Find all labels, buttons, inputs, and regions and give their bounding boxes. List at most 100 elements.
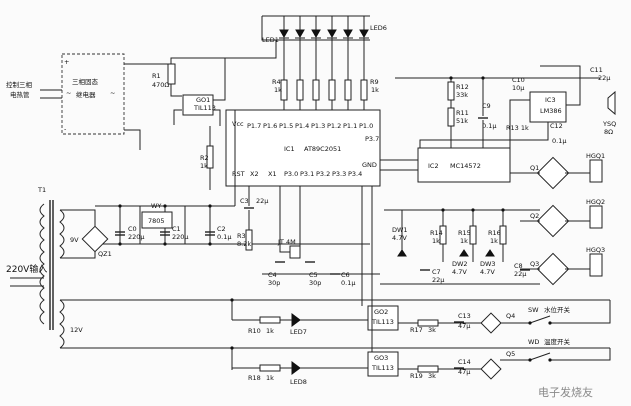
- q1-label: Q1: [530, 164, 539, 172]
- c9-value: 0.1μ: [482, 122, 496, 130]
- qz1-label: QZ1: [98, 250, 112, 258]
- dw1-label: DW1: [392, 226, 408, 234]
- c8-label: C8: [514, 262, 523, 270]
- c14-value: 47μ: [458, 368, 470, 376]
- wd-label: WD: [528, 338, 539, 346]
- go2-label: GO2: [374, 308, 388, 316]
- r3-label: R3: [237, 232, 246, 240]
- t1-secondary-12v: [59, 299, 65, 349]
- p13-pin: P1.3: [311, 122, 325, 130]
- speaker: [607, 90, 616, 116]
- led8-diode: [291, 361, 301, 375]
- go3-model: TIL113: [371, 364, 394, 372]
- t1-core: [49, 200, 54, 330]
- crystal-wires: [279, 186, 301, 253]
- r12-resistor: [447, 81, 455, 101]
- led7-diode: [291, 313, 301, 327]
- r2-value: 1k: [200, 162, 208, 170]
- r19-value: 3k: [428, 372, 436, 380]
- led-resistor-array: [280, 50, 368, 110]
- crystal-label: JT 4M: [277, 238, 296, 246]
- ic1-chip: [225, 109, 381, 187]
- p10-pin: P1.0: [359, 122, 373, 130]
- r12-value: 33k: [456, 91, 468, 99]
- dw2-label: DW2: [452, 260, 468, 268]
- ic-link: [380, 159, 418, 171]
- t1-secondary-9v: [59, 209, 65, 259]
- led6-label: LED6: [370, 24, 387, 32]
- c1-value: 220μ: [172, 233, 189, 241]
- ssr-output-wires: [124, 63, 170, 150]
- ic2-label: IC2: [428, 162, 439, 170]
- c2-value: 0.1μ: [217, 233, 231, 241]
- wy-regulator: [141, 211, 173, 229]
- rst-pin: RST: [232, 170, 245, 178]
- led-array: [279, 16, 369, 50]
- ssr-label-2: 继电器: [76, 90, 96, 99]
- ssr-minus: -: [64, 125, 67, 133]
- wy-value: 7805: [148, 217, 165, 225]
- r11-value: 51k: [456, 117, 468, 125]
- p34-pin: P3.4: [348, 170, 362, 178]
- r14-label: R14: [430, 229, 443, 237]
- sw-node: [528, 321, 532, 325]
- r10-label: R10: [248, 327, 261, 335]
- led-bus: [240, 15, 370, 59]
- ysq-value: 8Ω: [604, 128, 613, 136]
- c13-value: 47μ: [458, 322, 470, 330]
- ic2-top-wires: [395, 77, 600, 148]
- t1-primary: [39, 203, 45, 325]
- ic3-label: IC3: [545, 96, 556, 104]
- r10-resistor: [259, 316, 281, 324]
- r3-value: 8.2k: [237, 240, 251, 248]
- c8-value: 22μ: [514, 270, 526, 278]
- c3-label: C3: [240, 197, 249, 205]
- c11-value: 22μ: [598, 74, 610, 82]
- c2-label: C2: [217, 225, 226, 233]
- c7-label: C7: [432, 268, 441, 276]
- go2-optocoupler: [367, 305, 399, 331]
- ic2-name: MC14572: [450, 162, 481, 170]
- go2-go3-ic-links: [361, 186, 373, 352]
- c12-label: C12: [550, 122, 563, 130]
- r11-label: R11: [456, 109, 469, 117]
- q4-bridge: [480, 312, 502, 334]
- led-rows: [232, 319, 368, 369]
- x1-pin: X1: [268, 170, 277, 178]
- led7-label: LED7: [290, 328, 307, 336]
- p30-pin: P3.0: [284, 170, 298, 178]
- c5-value: 30p: [309, 279, 321, 287]
- led1-label: LED1: [262, 36, 279, 44]
- c4-label: C4: [268, 271, 277, 279]
- ssr-plus: +: [64, 58, 69, 66]
- c3-value: 22μ: [256, 197, 268, 205]
- c0-value: 220μ: [128, 233, 145, 241]
- go3-label: GO3: [374, 354, 388, 362]
- r19-label: R19: [410, 372, 423, 380]
- filter-caps: [115, 231, 215, 236]
- c11-label: C11: [590, 66, 603, 74]
- r14-value: 1k: [432, 237, 440, 245]
- go1-label: GO1: [196, 96, 210, 104]
- 12v-rails: [60, 299, 610, 370]
- crystal: [289, 245, 301, 259]
- ic2-chip: [417, 147, 511, 183]
- ssr-tilde-2: ~: [110, 89, 115, 97]
- p31-pin: P3.1: [300, 170, 314, 178]
- q3-label: Q3: [530, 260, 539, 268]
- c5-label: C5: [309, 271, 318, 279]
- c10-value: 10μ: [512, 84, 524, 92]
- go1-wires: [173, 58, 226, 126]
- heater-drivers: [510, 156, 603, 286]
- go2-model: TIL113: [371, 318, 394, 326]
- p37-pin: P3.7: [365, 135, 379, 143]
- r2-label: R2: [200, 154, 209, 162]
- q2-label: Q2: [530, 212, 539, 220]
- go1-optocoupler: [182, 94, 214, 116]
- ysq-label: YSQ: [602, 120, 616, 128]
- ssr-box: [61, 53, 125, 135]
- filter-rows: [398, 322, 490, 370]
- t1-label: T1: [37, 186, 46, 194]
- heater-label-2: 电热管: [10, 90, 30, 99]
- r11-resistor: [447, 107, 455, 127]
